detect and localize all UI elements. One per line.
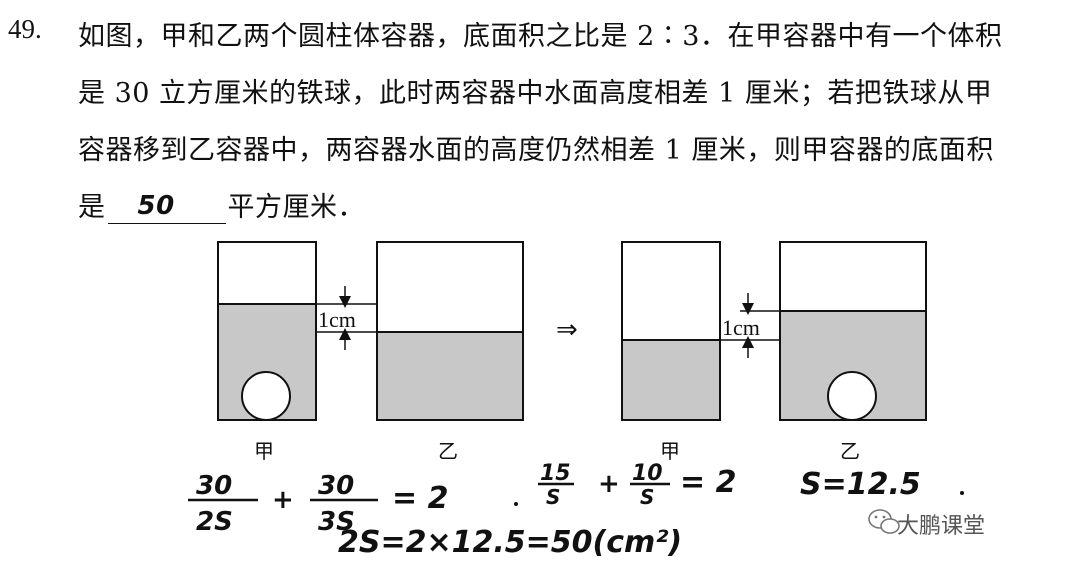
question-line-2: 是 30 立方厘米的铁球，此时两容器中水面高度相差 1 厘米；若把铁球从甲 — [78, 78, 993, 109]
right-container-yi — [779, 241, 927, 421]
label-yi-right: 乙 — [840, 439, 860, 463]
eq1-a-den: 2S — [196, 507, 233, 537]
question-line-1: 如图，甲和乙两个圆柱体容器，底面积之比是 2∶3．在甲容器中有一个体积 — [78, 21, 1003, 52]
answer-blank: 50 — [107, 191, 226, 224]
eq1-b-den: 3S — [318, 507, 355, 537]
handwritten-answer: 50 — [137, 191, 175, 221]
label-jia-left: 甲 — [254, 439, 274, 463]
watermark-text: 大鹏课堂 — [897, 514, 986, 539]
wechat-icon — [868, 509, 900, 534]
eq1-plus: + — [272, 485, 294, 515]
handwritten-equation-4: 2S=2×12.5=50(cm²) — [338, 525, 682, 560]
transition-arrow: ⇒ — [556, 315, 578, 345]
question-number: 49. — [8, 14, 42, 44]
eq1-b-num: 30 — [318, 471, 354, 501]
label-yi-left: 乙 — [438, 439, 458, 463]
eq2-a-num: 15 — [540, 461, 571, 486]
eq1-a-num: 30 — [196, 471, 232, 501]
iron-ball — [241, 371, 291, 421]
gap-label-left: 1cm — [318, 307, 356, 332]
left-container-jia — [217, 241, 317, 421]
question-line-4: 是 50 平方厘米． — [78, 185, 365, 224]
label-jia-right: 甲 — [660, 439, 680, 463]
eq2-b-den: S — [640, 485, 654, 509]
gap-label-right: 1cm — [722, 315, 760, 340]
handwritten-equation-2: 15 S + 10 S = 2 — [514, 461, 736, 509]
right-gap-marker — [720, 293, 780, 358]
left-container-yi — [376, 241, 524, 421]
handwritten-equation-1: 30 2S + 30 3S = 2 — [188, 471, 448, 537]
iron-ball — [827, 371, 877, 421]
left-gap-marker — [316, 286, 377, 350]
eq2-a-den: S — [546, 485, 560, 509]
right-container-jia — [621, 241, 721, 421]
eq2-rhs: = 2 — [680, 465, 736, 500]
question-line-3: 容器移到乙容器中，两容器水面的高度仍然相差 1 厘米，则甲容器的底面积 — [78, 135, 994, 166]
eq2-b-num: 10 — [632, 461, 663, 486]
line4-prefix: 是 — [78, 192, 106, 223]
handwritten-equation-3: S=12.5 — [800, 467, 921, 502]
line4-suffix: 平方厘米． — [227, 192, 365, 223]
eq2-plus: + — [598, 469, 620, 499]
eq1-rhs: = 2 — [392, 481, 448, 516]
